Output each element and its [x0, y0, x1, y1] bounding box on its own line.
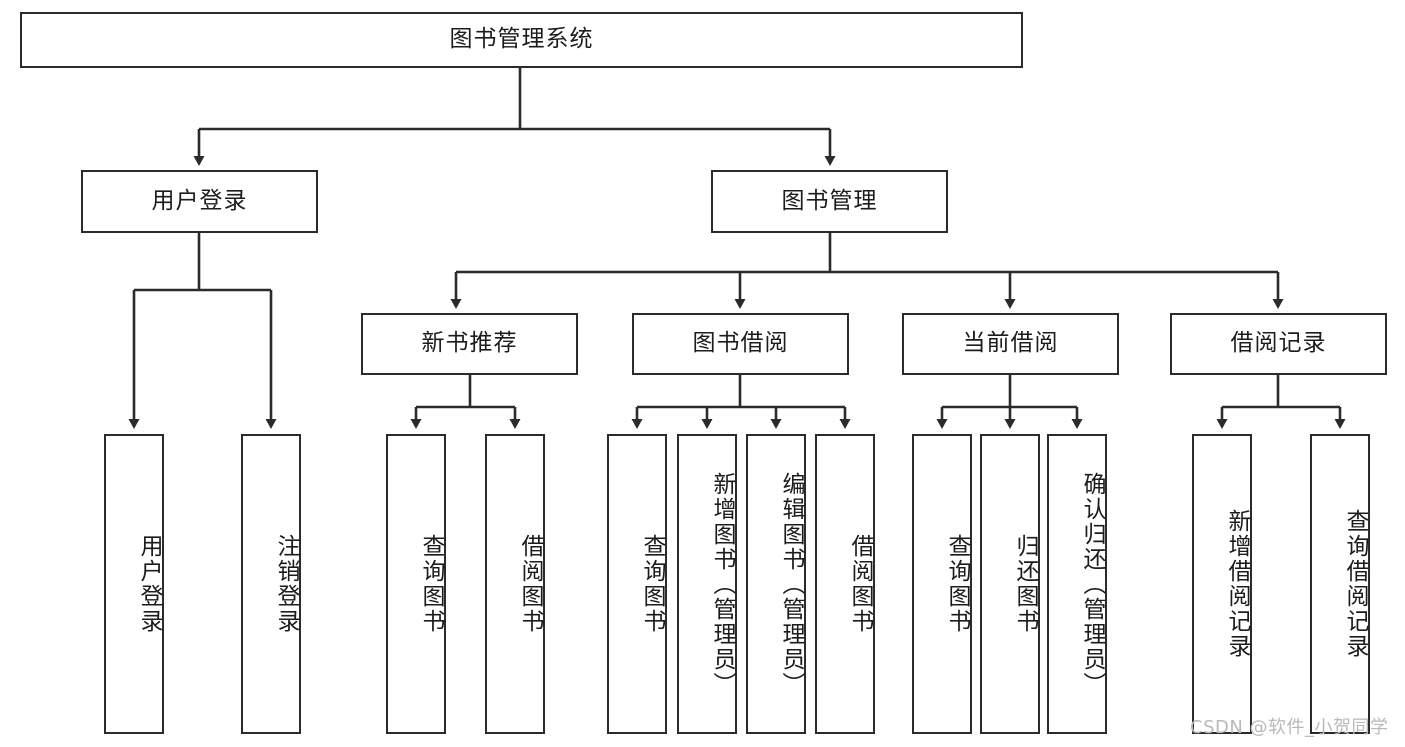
node-label: 当前借阅 — [962, 330, 1059, 357]
node-label: 图书管理 — [781, 187, 878, 214]
leaf-borrow-query-book[interactable]: 查询图书 — [607, 434, 667, 734]
node-label: 用户登录 — [136, 534, 162, 634]
node-label: 借阅图书 — [847, 534, 873, 634]
leaf-current-confirm-return-admin[interactable]: 确认归还（管理员） — [1047, 434, 1107, 734]
node-label: 用户登录 — [151, 187, 248, 214]
node-label: 查询图书 — [639, 534, 665, 634]
node-label: 图书借阅 — [692, 330, 789, 357]
node-new-book-recommend[interactable]: 新书推荐 — [361, 313, 578, 375]
node-label: 图书管理系统 — [449, 26, 594, 53]
node-user-login[interactable]: 用户登录 — [81, 170, 318, 233]
node-current-borrow[interactable]: 当前借阅 — [902, 313, 1119, 375]
node-label: 查询图书 — [944, 534, 970, 634]
node-book-borrow[interactable]: 图书借阅 — [632, 313, 849, 375]
leaf-user-login-signin[interactable]: 用户登录 — [104, 434, 164, 734]
node-label: 借阅记录 — [1230, 330, 1327, 357]
node-root-system[interactable]: 图书管理系统 — [20, 12, 1023, 68]
leaf-record-add-record[interactable]: 新增借阅记录 — [1192, 434, 1252, 734]
leaf-recommend-query-book[interactable]: 查询图书 — [386, 434, 446, 734]
node-label: 查询借阅记录 — [1342, 509, 1368, 659]
node-label: 注销登录 — [273, 534, 299, 634]
node-label: 新增图书（管理员） — [709, 471, 735, 697]
node-label: 查询图书 — [418, 534, 444, 634]
node-label: 归还图书 — [1012, 534, 1038, 634]
leaf-current-return-book[interactable]: 归还图书 — [980, 434, 1040, 734]
leaf-current-query-book[interactable]: 查询图书 — [912, 434, 972, 734]
leaf-borrow-add-book-admin[interactable]: 新增图书（管理员） — [677, 434, 737, 734]
node-label: 编辑图书（管理员） — [778, 471, 804, 697]
node-label: 借阅图书 — [517, 534, 543, 634]
node-label: 新增借阅记录 — [1224, 509, 1250, 659]
csdn-watermark: CSDN @软件_小贺同学 — [1190, 717, 1389, 738]
node-label: 新书推荐 — [421, 330, 518, 357]
node-borrow-record[interactable]: 借阅记录 — [1170, 313, 1387, 375]
leaf-record-query-record[interactable]: 查询借阅记录 — [1310, 434, 1370, 734]
node-book-management[interactable]: 图书管理 — [711, 170, 948, 233]
leaf-user-login-signout[interactable]: 注销登录 — [241, 434, 301, 734]
leaf-borrow-borrow-book[interactable]: 借阅图书 — [815, 434, 875, 734]
node-label: 确认归还（管理员） — [1079, 471, 1105, 697]
leaf-borrow-edit-book-admin[interactable]: 编辑图书（管理员） — [746, 434, 806, 734]
leaf-recommend-borrow-book[interactable]: 借阅图书 — [485, 434, 545, 734]
